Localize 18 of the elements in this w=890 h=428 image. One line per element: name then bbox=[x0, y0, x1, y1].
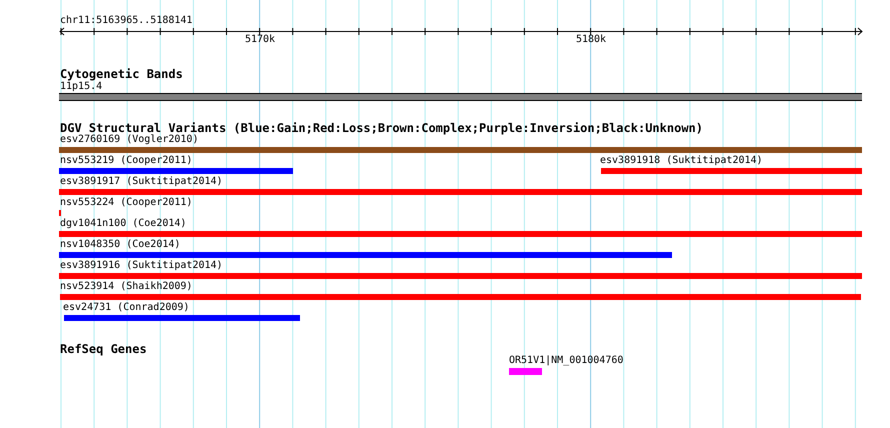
feature-label: nsv523914 (Shaikh2009) bbox=[60, 281, 192, 293]
feature-label: esv3891917 (Suktitipat2014) bbox=[60, 176, 223, 188]
feature-label: 11p15.4 bbox=[60, 81, 102, 93]
feature-label: esv3891918 (Suktitipat2014) bbox=[600, 155, 763, 167]
track-title: DGV Structural Variants (Blue:Gain;Red:Loss;Brown:Complex;Purple:Inversion;Black:Unknown) bbox=[60, 122, 703, 134]
feature-label: OR51V1|NM_001004760 bbox=[509, 355, 624, 367]
axis-tick-label: 5180k bbox=[576, 34, 606, 46]
feature-label: nsv553224 (Cooper2011) bbox=[60, 197, 192, 209]
feature-label: esv3891916 (Suktitipat2014) bbox=[60, 260, 223, 272]
feature-label: esv24731 (Conrad2009) bbox=[63, 302, 190, 314]
feature-label: nsv1048350 (Coe2014) bbox=[60, 239, 180, 251]
feature-label: dgv1041n100 (Coe2014) bbox=[60, 218, 186, 230]
axis-tick-label: 5170k bbox=[244, 34, 276, 46]
feature-label: esv2760169 (Vogler2010) bbox=[60, 134, 198, 146]
track-title: Cytogenetic Bands bbox=[60, 68, 183, 80]
region-label: chr11:5163965..5188141 bbox=[60, 15, 192, 27]
feature-label: nsv553219 (Cooper2011) bbox=[60, 155, 192, 167]
track-title: RefSeq Genes bbox=[60, 343, 147, 355]
